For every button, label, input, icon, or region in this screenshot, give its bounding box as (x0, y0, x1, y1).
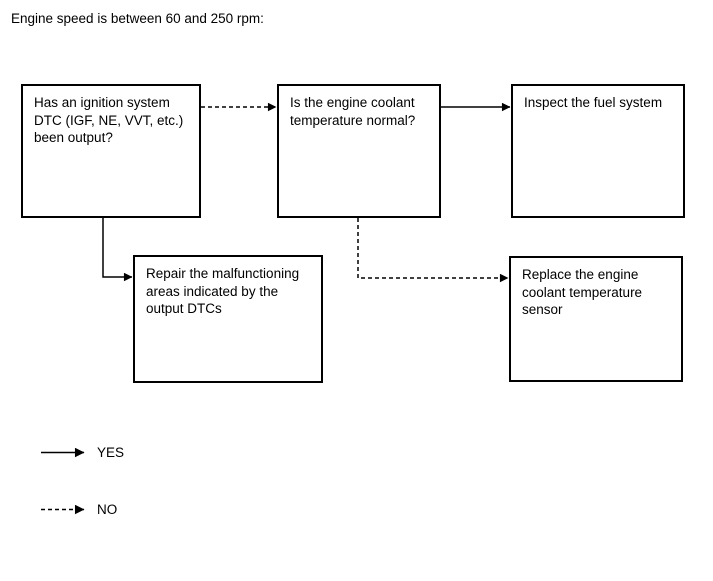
legend-yes-label: YES (97, 445, 125, 460)
solid-arrow-icon (41, 447, 85, 458)
legend-no: NO (40, 501, 117, 518)
legend-no-label: NO (97, 502, 118, 517)
node-ignition-dtc: Has an ignition system DTC (IGF, NE, VVT… (21, 84, 201, 218)
node-replace-sensor: Replace the engine coolant temperature s… (509, 256, 683, 382)
edge-ignition-to-repair (102, 218, 133, 282)
legend-yes: YES (40, 444, 124, 461)
dashed-arrow-icon (41, 504, 85, 515)
node-coolant-temp: Is the engine coolant temperature normal… (277, 84, 441, 218)
node-repair-dtc: Repair the malfunctioning areas indicate… (133, 255, 323, 383)
edge-coolant-to-replace-sensor (357, 218, 509, 283)
node-inspect-fuel: Inspect the fuel system (511, 84, 685, 218)
diagram-title: Engine speed is between 60 and 250 rpm: (11, 11, 264, 26)
